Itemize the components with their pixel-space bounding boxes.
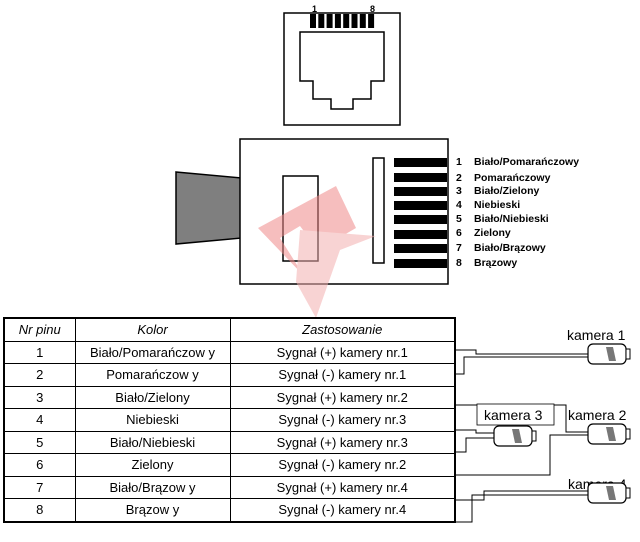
cell-pin: 6 bbox=[3, 453, 76, 477]
cell-color: Pomarańczow y bbox=[74, 363, 231, 387]
header-pin-number: Nr pinu bbox=[3, 317, 76, 342]
cell-usage: Sygnał (+) kamery nr.2 bbox=[229, 385, 456, 409]
wire-legend-num-1: 1 bbox=[456, 156, 462, 168]
socket-contact bbox=[359, 14, 366, 28]
camera-3-label: kamera 3 bbox=[484, 407, 543, 423]
table-row: 5 Biało/Niebieski Sygnał (+) kamery nr.3 bbox=[3, 430, 456, 454]
wire-legend-num-2: 2 bbox=[456, 172, 462, 184]
cell-color: Biało/Pomarańczow y bbox=[74, 340, 231, 364]
cell-pin: 1 bbox=[3, 340, 76, 364]
wire-legend-name-3: Biało/Zielony bbox=[474, 185, 540, 197]
plug-contacts bbox=[394, 158, 447, 268]
table-header-row: Nr pinu Kolor Zastosowanie bbox=[3, 317, 456, 342]
wire-legend-num-6: 6 bbox=[456, 227, 462, 239]
table-row: 6 Zielony Sygnał (-) kamery nr.2 bbox=[3, 453, 456, 477]
cell-color: Biało/Zielony bbox=[74, 385, 231, 409]
plug-contact bbox=[394, 158, 447, 167]
cell-pin: 7 bbox=[3, 475, 76, 499]
cell-color: Zielony bbox=[74, 453, 231, 477]
camera-3: kamera 3 bbox=[476, 403, 555, 447]
socket-contacts bbox=[310, 14, 375, 28]
plug-contact bbox=[394, 244, 447, 253]
wire-legend-num-4: 4 bbox=[456, 199, 462, 211]
socket-contact bbox=[318, 14, 325, 28]
camera-3-label-box bbox=[476, 403, 555, 426]
pin-assignment-table: Nr pinu Kolor Zastosowanie 1 Biało/Pomar… bbox=[3, 317, 456, 523]
camera-1: kamera 1 bbox=[567, 327, 631, 365]
cell-color: Biało/Brązow y bbox=[74, 475, 231, 499]
wire-legend: 1 Biało/Pomarańczowy 2 Pomarańczowy 3 Bi… bbox=[456, 156, 579, 269]
cell-color: Brązow y bbox=[74, 498, 231, 523]
wire-legend-name-6: Zielony bbox=[474, 227, 511, 239]
camera-3-icon bbox=[493, 425, 537, 447]
socket-contact bbox=[310, 14, 316, 28]
table-row: 2 Pomarańczow y Sygnał (-) kamery nr.1 bbox=[3, 363, 456, 387]
camera-2: kamera 2 bbox=[568, 407, 631, 445]
cell-pin: 8 bbox=[3, 498, 76, 523]
camera-4: kamera 4 bbox=[568, 476, 631, 504]
wire-legend-name-5: Biało/Niebieski bbox=[474, 213, 549, 225]
socket-contact bbox=[368, 14, 375, 28]
cell-usage: Sygnał (-) kamery nr.1 bbox=[229, 363, 456, 387]
wire-legend-num-7: 7 bbox=[456, 242, 462, 254]
plug-contact bbox=[394, 215, 447, 224]
table-row: 1 Biało/Pomarańczow y Sygnał (+) kamery … bbox=[3, 340, 456, 364]
plug-contact bbox=[394, 187, 447, 196]
header-color: Kolor bbox=[74, 317, 231, 342]
wire-legend-num-5: 5 bbox=[456, 213, 462, 225]
table-row: 7 Biało/Brązow y Sygnał (+) kamery nr.4 bbox=[3, 475, 456, 499]
cell-usage: Sygnał (-) kamery nr.2 bbox=[229, 453, 456, 477]
wire-legend-name-4: Niebieski bbox=[474, 199, 520, 211]
watermark-logo bbox=[258, 186, 376, 318]
cell-pin: 4 bbox=[3, 408, 76, 432]
wire-legend-name-7: Biało/Brązowy bbox=[474, 242, 546, 254]
camera-4-icon bbox=[587, 482, 631, 504]
cell-usage: Sygnał (-) kamery nr.3 bbox=[229, 408, 456, 432]
socket-pin-last-label: 8 bbox=[370, 4, 375, 14]
plug-contact bbox=[394, 259, 447, 268]
cell-pin: 3 bbox=[3, 385, 76, 409]
socket-pin-first-label: 1 bbox=[312, 4, 317, 14]
cell-usage: Sygnał (-) kamery nr.4 bbox=[229, 498, 456, 523]
table-row: 3 Biało/Zielony Sygnał (+) kamery nr.2 bbox=[3, 385, 456, 409]
wire-legend-num-8: 8 bbox=[456, 257, 462, 269]
wire-legend-name-2: Pomarańczowy bbox=[474, 172, 551, 184]
socket-contact bbox=[351, 14, 358, 28]
plug-contact bbox=[394, 201, 447, 210]
camera-2-label: kamera 2 bbox=[568, 407, 627, 423]
socket-contact bbox=[334, 14, 341, 28]
socket-contact bbox=[326, 14, 333, 28]
cell-color: Niebieski bbox=[74, 408, 231, 432]
cable bbox=[175, 171, 243, 245]
cell-usage: Sygnał (+) kamery nr.1 bbox=[229, 340, 456, 364]
camera-1-label: kamera 1 bbox=[567, 327, 626, 343]
wire-legend-name-1: Biało/Pomarańczowy bbox=[474, 156, 579, 168]
header-usage: Zastosowanie bbox=[229, 317, 456, 342]
cell-color: Biało/Niebieski bbox=[74, 430, 231, 454]
table-row: 8 Brązow y Sygnał (-) kamery nr.4 bbox=[3, 498, 456, 523]
wire-legend-num-3: 3 bbox=[456, 185, 462, 197]
camera-wiring bbox=[456, 349, 588, 523]
camera-2-icon bbox=[587, 423, 631, 445]
cell-usage: Sygnał (+) kamery nr.4 bbox=[229, 475, 456, 499]
cell-pin: 2 bbox=[3, 363, 76, 387]
cell-pin: 5 bbox=[3, 430, 76, 454]
plug-contact bbox=[394, 230, 447, 239]
camera-1-icon bbox=[587, 343, 631, 365]
wire-legend-name-8: Brązowy bbox=[474, 257, 517, 269]
rj45-socket: 1 8 bbox=[283, 4, 401, 126]
cell-usage: Sygnał (+) kamery nr.3 bbox=[229, 430, 456, 454]
table-row: 4 Niebieski Sygnał (-) kamery nr.3 bbox=[3, 408, 456, 432]
plug-contact bbox=[394, 173, 447, 182]
socket-contact bbox=[343, 14, 350, 28]
